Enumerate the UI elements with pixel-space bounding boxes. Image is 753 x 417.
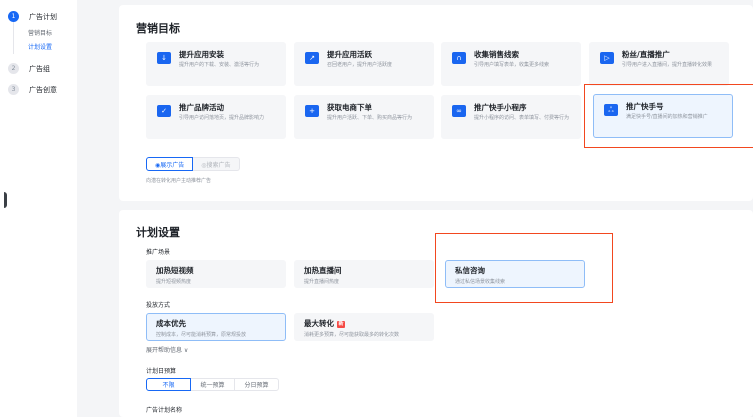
card-title: 推广快手号 [626, 102, 664, 111]
section-title: 计划设置 [136, 226, 180, 239]
brand-crown-icon: ✓ [157, 105, 171, 117]
mini-program-icon: ∞ [452, 105, 466, 117]
display-ad-button[interactable]: ◉展示广告 [146, 157, 194, 171]
card-desc: 通过私信场景收集线索 [455, 279, 506, 285]
shopping-cart-icon: + [305, 105, 319, 117]
step-connector [13, 22, 14, 54]
folder-lead-icon: ∩ [452, 52, 466, 64]
budget-option-daily[interactable]: 分日预算 [234, 378, 279, 391]
plan-name-label: 广告计划名称 [146, 407, 183, 414]
sidebar-collapse-handle[interactable] [4, 192, 7, 208]
goal-card-brand-activity[interactable]: ✓ 推广品牌活动 引导用户访问落地页，提升品牌影响力 [146, 95, 286, 139]
budget-label: 计划日预算 [146, 368, 177, 375]
goal-card-sales-leads[interactable]: ∩ 收集销售线索 引导用户填写表单，收集更多线索 [441, 42, 581, 86]
card-desc: 消耗更多预算，尽可能获取最多的转化次数 [304, 332, 400, 338]
goal-card-kuaishou-account[interactable]: ஃ 推广快手号 满足快手号/直播间的加热和营销推广 [593, 94, 733, 138]
card-title-text: 最大转化 [304, 319, 334, 328]
step-ad-plan[interactable]: 1 广告计划 [8, 11, 57, 22]
budget-option-unified[interactable]: 统一预算 [190, 378, 235, 391]
card-title: 收集销售线索 [474, 50, 519, 59]
step-label: 广告创意 [29, 85, 57, 94]
substep-marketing-goal[interactable]: 营销目标 [28, 30, 53, 37]
step-sidebar: 1 广告计划 营销目标 计划设置 2 广告组 3 广告创意 [0, 0, 77, 417]
step-number-badge: 3 [8, 84, 19, 95]
step-label: 广告组 [29, 64, 50, 73]
scene-card-private-message[interactable]: 私信咨询 通过私信场景收集线索 [445, 260, 585, 288]
step-label: 广告计划 [29, 12, 57, 21]
card-desc: 引导用户填写表单，收集更多线索 [474, 62, 550, 68]
delivery-label: 投放方式 [146, 302, 171, 309]
card-desc: 召回老用户，提升用户活跃度 [327, 62, 393, 68]
download-icon: ↓ [157, 52, 171, 64]
trend-monitor-icon: ↗ [305, 52, 319, 64]
expand-help-link[interactable]: 展开帮助信息 ∨ [146, 347, 189, 354]
goal-card-ecommerce-order[interactable]: + 获取电商下单 提升用户活跃、下单、购买商品等行为 [294, 95, 434, 139]
goal-card-mini-program[interactable]: ∞ 推广快手小程序 提升小程序的访问、表单填写、付费等行为 [441, 95, 581, 139]
card-desc: 控制成本，尽可能消耗预算，原常规投放 [156, 332, 247, 338]
goal-card-app-active[interactable]: ↗ 提升应用活跃 召回老用户，提升用户活跃度 [294, 42, 434, 86]
substep-plan-settings[interactable]: 计划设置 [28, 44, 53, 51]
card-title: 提升应用安装 [179, 50, 224, 59]
card-desc: 引导用户访问落地页，提升品牌影响力 [179, 115, 265, 121]
budget-segmented-control: 不限 统一预算 分日预算 [146, 378, 279, 391]
scene-label: 推广场景 [146, 249, 171, 256]
card-title: 加热直播间 [304, 266, 342, 275]
card-title: 最大转化新 [304, 318, 345, 329]
card-title: 粉丝/直播推广 [622, 50, 670, 59]
ad-type-toggle: ◉展示广告 ◎搜索广告 [146, 157, 240, 171]
budget-option-unlimited[interactable]: 不限 [146, 378, 191, 391]
card-desc: 提升直播间热度 [304, 279, 340, 285]
step-number-badge: 2 [8, 63, 19, 74]
card-desc: 提升用户活跃、下单、购买商品等行为 [327, 115, 413, 121]
step-ad-group[interactable]: 2 广告组 [8, 63, 50, 74]
search-ad-button[interactable]: ◎搜索广告 [193, 157, 240, 171]
card-title: 推广快手小程序 [474, 103, 527, 112]
ad-type-hint: 向潜在转化用户主动推荐广告 [146, 178, 212, 184]
kuaishou-account-icon: ஃ [604, 104, 618, 116]
card-title: 成本优先 [156, 319, 186, 328]
card-desc: 提升用户的下载、安装、激活等行为 [179, 62, 260, 68]
scene-card-live-room[interactable]: 加热直播间 提升直播间热度 [294, 260, 434, 288]
goal-card-app-install[interactable]: ↓ 提升应用安装 提升用户的下载、安装、激活等行为 [146, 42, 286, 86]
step-number-badge: 1 [8, 11, 19, 22]
card-title: 加热短视频 [156, 266, 194, 275]
new-badge: 新 [337, 321, 345, 328]
card-title: 推广品牌活动 [179, 103, 224, 112]
card-desc: 引导用户进入直播间，提升直播转化效果 [622, 62, 713, 68]
goal-card-fans-live[interactable]: ▷ 粉丝/直播推广 引导用户进入直播间，提升直播转化效果 [589, 42, 729, 86]
card-desc: 满足快手号/直播间的加热和营销推广 [626, 114, 708, 120]
card-title: 提升应用活跃 [327, 50, 372, 59]
card-desc: 提升小程序的访问、表单填写、付费等行为 [474, 115, 570, 121]
scene-card-short-video[interactable]: 加热短视频 提升短视频热度 [146, 260, 286, 288]
delivery-card-cost-first[interactable]: 成本优先 控制成本，尽可能消耗预算，原常规投放 [146, 313, 286, 341]
card-desc: 提升短视频热度 [156, 279, 192, 285]
section-title: 营销目标 [136, 22, 180, 35]
marketing-goal-panel: 营销目标 ↓ 提升应用安装 提升用户的下载、安装、激活等行为 ↗ 提升应用活跃 … [119, 5, 753, 201]
delivery-card-max-conversion[interactable]: 最大转化新 消耗更多预算，尽可能获取最多的转化次数 [294, 313, 434, 341]
video-play-icon: ▷ [600, 52, 614, 64]
step-ad-creative[interactable]: 3 广告创意 [8, 84, 57, 95]
card-title: 获取电商下单 [327, 103, 372, 112]
card-title: 私信咨询 [455, 266, 485, 275]
